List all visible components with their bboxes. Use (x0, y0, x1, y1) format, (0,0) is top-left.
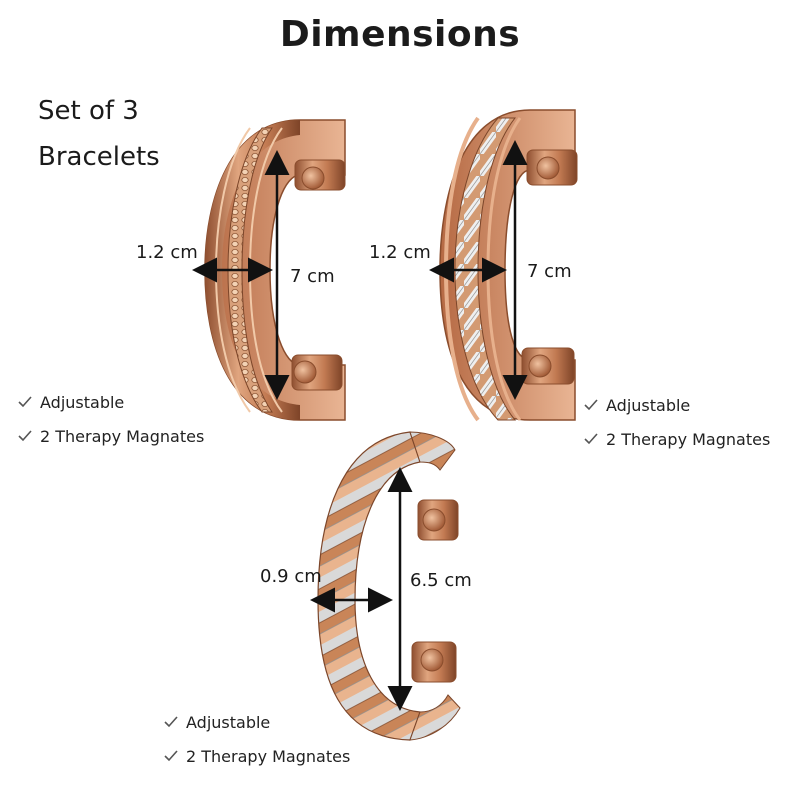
magnet-icon (301, 166, 325, 190)
feature-list-1: Adjustable 2 Therapy Magnates (18, 385, 204, 453)
feature-label: Adjustable (606, 395, 691, 415)
check-icon (18, 430, 32, 442)
feature-item: Adjustable (18, 385, 204, 419)
feature-label: 2 Therapy Magnates (606, 429, 771, 449)
feature-item: 2 Therapy Magnates (584, 422, 770, 456)
magnet-icon (293, 360, 317, 384)
diameter-label-2: 7 cm (527, 261, 572, 282)
magnet-icon (536, 156, 560, 180)
diameter-label-3: 6.5 cm (410, 570, 472, 591)
set-label: Set of 3 Bracelets (38, 88, 208, 180)
arrows-bracelet-3 (310, 467, 413, 711)
feature-label: Adjustable (40, 392, 125, 412)
feature-item: Adjustable (584, 388, 770, 422)
magnet-icon (420, 648, 444, 672)
width-label-2: 1.2 cm (369, 242, 431, 263)
width-label-1: 1.2 cm (136, 242, 198, 263)
check-icon (164, 750, 178, 762)
arrows-bracelet-2 (429, 140, 528, 400)
feature-item: 2 Therapy Magnates (164, 739, 350, 773)
bracelet-rope-twist (317, 431, 461, 741)
arrows-bracelet-1 (192, 150, 290, 400)
set-label-line2: Bracelets (38, 142, 160, 172)
feature-label: Adjustable (186, 712, 271, 732)
feature-list-3: Adjustable 2 Therapy Magnates (164, 705, 350, 773)
magnet-icon (422, 508, 446, 532)
feature-list-2: Adjustable 2 Therapy Magnates (584, 388, 770, 456)
check-icon (584, 433, 598, 445)
diameter-label-1: 7 cm (290, 266, 335, 287)
feature-label: 2 Therapy Magnates (186, 746, 351, 766)
feature-label: 2 Therapy Magnates (40, 426, 205, 446)
set-label-line1: Set of 3 (38, 96, 139, 126)
check-icon (18, 396, 32, 408)
feature-item: 2 Therapy Magnates (18, 419, 204, 453)
check-icon (164, 716, 178, 728)
feature-item: Adjustable (164, 705, 350, 739)
width-label-3: 0.9 cm (260, 566, 322, 587)
page-title: Dimensions (279, 14, 521, 55)
check-icon (584, 399, 598, 411)
magnet-icon (528, 354, 552, 378)
